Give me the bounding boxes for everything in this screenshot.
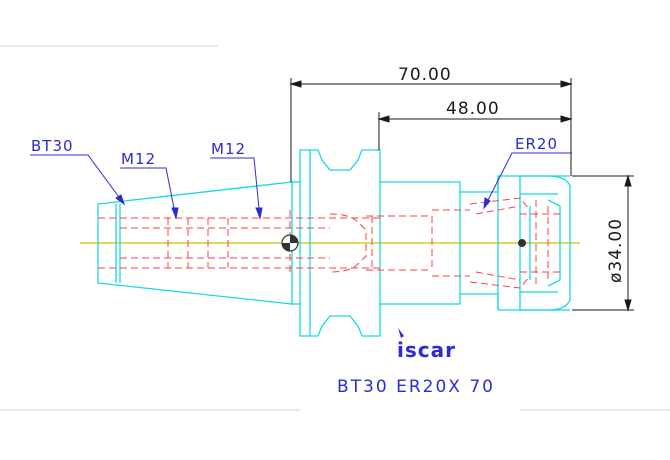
dimension-gauge-length-value: 48.00 — [446, 99, 500, 119]
iscar-logo: iscar — [397, 328, 456, 362]
part-title: BT30 ER20X 70 — [337, 377, 495, 397]
dimension-diameter — [572, 174, 634, 312]
frame-lines — [0, 45, 670, 411]
center-markers — [281, 234, 526, 252]
holder-outline — [97, 149, 571, 337]
label-collet: ER20 — [515, 135, 558, 153]
logo-text: iscar — [397, 338, 456, 362]
label-thread-a: M12 — [121, 150, 156, 168]
dimension-gauge-length — [377, 112, 573, 150]
label-thread-b: M12 — [211, 140, 246, 158]
dimension-overall-length — [289, 78, 573, 182]
label-taper: BT30 — [31, 137, 74, 155]
dimension-overall-length-value: 70.00 — [398, 65, 452, 85]
hidden-lines — [98, 197, 560, 289]
leader-lines — [30, 152, 572, 220]
dimension-diameter-value: ø34.00 — [606, 218, 626, 283]
